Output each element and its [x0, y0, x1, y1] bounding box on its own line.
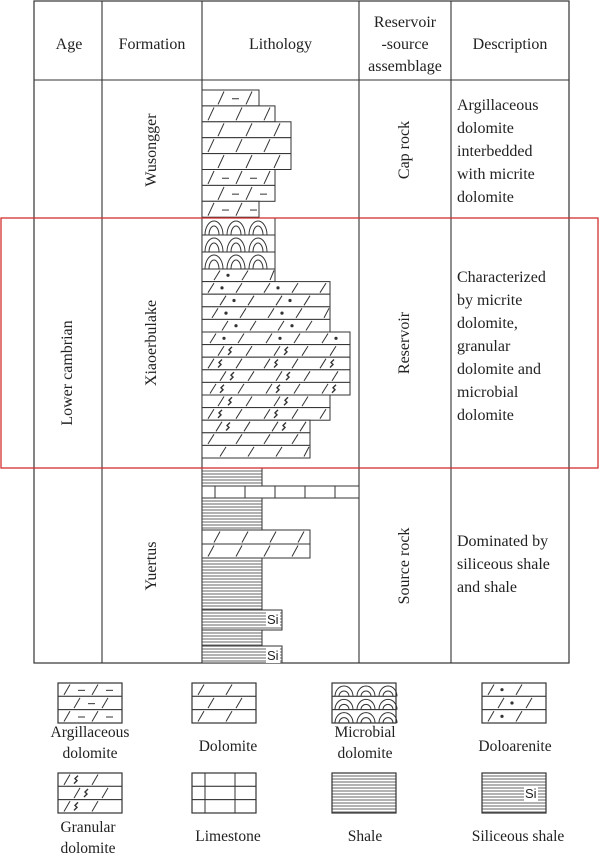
- lithology-bed-dolomite: [201, 153, 292, 171]
- lithology-bed-doloarenite: [201, 268, 276, 283]
- legend-swatch-dolomite: [191, 682, 257, 724]
- lithology-bed-argillaceous-dolomite: [201, 200, 260, 218]
- lithology-bed-granular-dolomite: [201, 394, 331, 409]
- lithology-bed-dolomite: [201, 105, 276, 123]
- formation-xiaoerbulake: Xiaoerbulake: [143, 299, 160, 387]
- lithology-bed-argillaceous-dolomite: [201, 169, 276, 186]
- description-xiaoerbulake: Characterized by micrite dolomite, granu…: [457, 269, 546, 424]
- lithology-bed-dolomite: [201, 444, 311, 459]
- lithology-bed-doloarenite: [201, 306, 331, 320]
- lithology-bed-microbial-dolomite: [201, 251, 276, 270]
- assemblage-cap-rock: Cap rock: [396, 120, 413, 180]
- legend-swatches: [57, 682, 547, 814]
- lithology-bed-dolomite: [201, 529, 311, 545]
- lithology-bed-granular-dolomite: [201, 369, 351, 383]
- legend-swatch-siliceous-shale: [481, 772, 547, 814]
- age-label: Lower cambrian: [59, 320, 76, 426]
- legend-label-doloarenite: Doloarenite: [478, 738, 552, 755]
- lithology-bed-shale: [201, 629, 263, 647]
- assemblage-source-rock: Source rock: [396, 527, 413, 605]
- assemblage-reservoir: Reservoir: [396, 311, 413, 375]
- lithology-bed-dolomite: [201, 543, 311, 559]
- header-description: Description: [472, 36, 548, 53]
- legend-swatch-doloarenite: [481, 682, 547, 724]
- formation-yuertus: Yuertus: [143, 541, 160, 591]
- description-yuertus: Dominated by siliceous shale and shale: [457, 533, 550, 596]
- lithology-bed-granular-dolomite: [201, 419, 311, 434]
- lithology-bed-shale: [201, 497, 263, 531]
- legend-swatch-limestone: [191, 772, 257, 814]
- lithology-bed-argillaceous-dolomite: [201, 89, 260, 107]
- lithology-bed-limestone: [201, 485, 360, 499]
- lithology-bed-shale: [201, 467, 263, 487]
- lithology-bed-argillaceous-dolomite: [201, 184, 276, 202]
- lithology-bed-dolomite: [201, 432, 311, 446]
- table-outer-border: [33, 0, 570, 664]
- lithology-bed-microbial-dolomite: [201, 217, 276, 236]
- lithology-bed-granular-dolomite: [201, 356, 351, 371]
- lithology-column: [201, 89, 360, 664]
- reservoir-highlight-box: [0, 217, 599, 469]
- legend-label-limestone: Limestone: [195, 828, 261, 845]
- lithology-bed-granular-dolomite: [201, 381, 351, 396]
- lithology-bed-shale: [201, 557, 263, 611]
- legend-label-shale: Shale: [347, 828, 383, 845]
- header-assemblage: Reservoir -source assemblage: [368, 14, 442, 75]
- legend-swatch-shale: [331, 772, 397, 814]
- legend-label-siliceous-shale: Siliceous shale: [471, 828, 565, 845]
- header-formation: Formation: [118, 36, 186, 53]
- lithology-bed-dolomite: [201, 121, 292, 139]
- legend-si-label: Si: [524, 786, 538, 801]
- lithology-bed-doloarenite: [201, 331, 351, 346]
- lithology-bed-granular-dolomite: [201, 407, 331, 421]
- legend-swatch-argillaceous-dolomite: [57, 682, 123, 724]
- header-age: Age: [55, 36, 83, 53]
- lithology-bed-doloarenite: [201, 281, 331, 295]
- formation-wusongger: Wusongger: [143, 113, 160, 187]
- lithology-bed-doloarenite: [201, 293, 331, 308]
- lithology-bed-doloarenite: [201, 318, 331, 333]
- si-label-lower: Si: [266, 648, 280, 663]
- lithology-bed-granular-dolomite: [201, 344, 351, 358]
- lithology-bed-microbial-dolomite: [201, 234, 276, 253]
- legend-label-dolomite: Dolomite: [198, 738, 258, 755]
- header-lithology: Lithology: [248, 36, 313, 53]
- legend-swatch-microbial-dolomite: [331, 682, 398, 724]
- description-wusongger: Argillaceous dolomite interbedded with m…: [457, 97, 539, 206]
- si-label-upper: Si: [266, 612, 280, 627]
- legend-swatch-granular-dolomite: [57, 772, 123, 814]
- lithology-bed-dolomite: [201, 137, 292, 155]
